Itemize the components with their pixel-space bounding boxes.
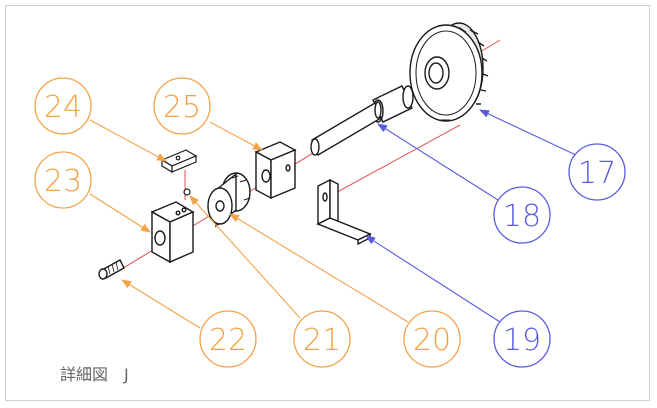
callout-23: 23 bbox=[34, 151, 151, 233]
callout-21: 21 bbox=[189, 195, 351, 368]
part-19-bracket bbox=[316, 178, 372, 246]
callout-22-label: 22 bbox=[209, 323, 247, 358]
callout-25: 25 bbox=[153, 77, 263, 151]
callout-20-label: 20 bbox=[413, 323, 451, 358]
part-21-pin bbox=[183, 188, 191, 196]
callout-23-label: 23 bbox=[44, 164, 82, 199]
part-23-block bbox=[150, 201, 195, 264]
callout-24: 24 bbox=[34, 77, 167, 162]
callout-18: 18 bbox=[377, 123, 551, 244]
callout-21-label: 21 bbox=[303, 323, 341, 358]
part-25-block bbox=[254, 141, 297, 200]
callout-20: 20 bbox=[229, 213, 461, 368]
callout-25-label: 25 bbox=[163, 90, 201, 125]
part-18-shaft bbox=[310, 85, 414, 157]
callout-17: 17 bbox=[479, 109, 626, 201]
detail-title: 詳細図 J bbox=[60, 365, 129, 384]
part-20-collar bbox=[207, 172, 251, 228]
callout-17-label: 17 bbox=[578, 156, 616, 191]
callout-19: 19 bbox=[365, 235, 551, 368]
callout-22: 22 bbox=[121, 279, 257, 368]
callouts: 24 25 23 22 21 20 bbox=[34, 77, 626, 368]
callout-24-label: 24 bbox=[44, 90, 82, 125]
part-17-wheel bbox=[409, 22, 489, 122]
callout-19-label: 19 bbox=[503, 323, 541, 358]
part-24-plate bbox=[160, 149, 198, 174]
callout-18-label: 18 bbox=[503, 199, 541, 234]
part-22-bolt bbox=[98, 259, 125, 280]
